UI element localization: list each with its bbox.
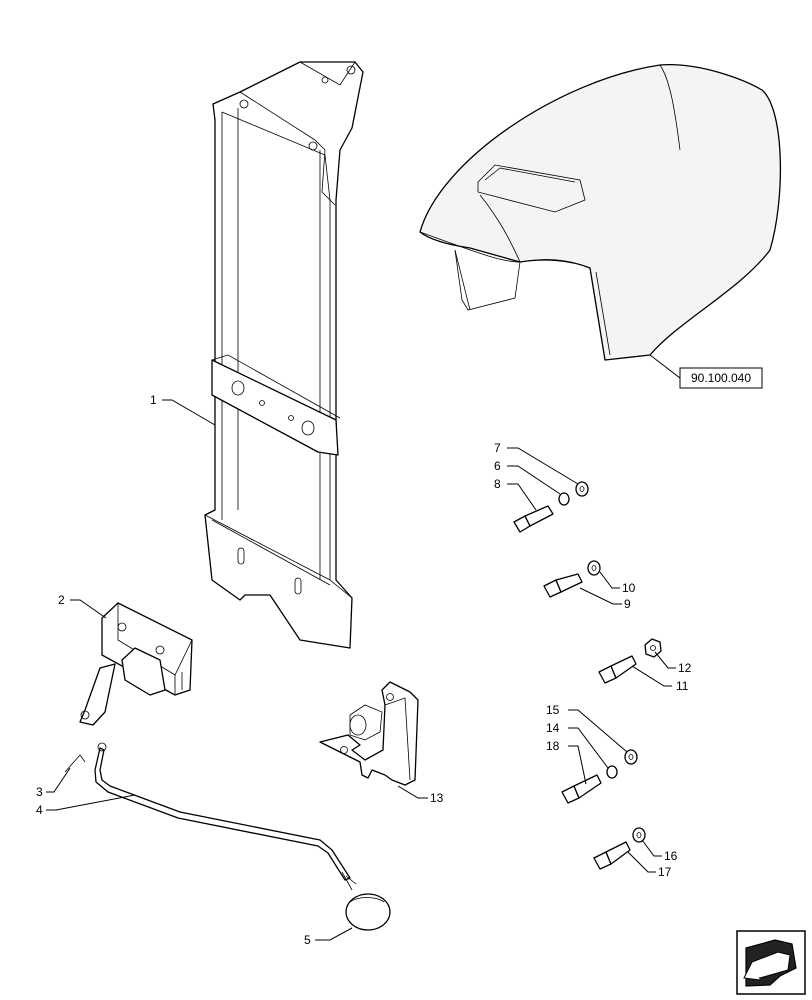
callout-6: 6	[494, 459, 501, 473]
support-bracket	[204, 61, 364, 649]
washer-14	[606, 765, 618, 779]
fender	[419, 64, 782, 361]
washer-10	[587, 560, 601, 576]
callout-17: 17	[658, 865, 672, 879]
knob	[345, 893, 391, 931]
callout-2: 2	[58, 593, 65, 607]
callout-labels: 1 2 3 4 5 6 7 8 9 10 11 12 13 14 15 16 1…	[36, 393, 692, 947]
bolt-9	[543, 573, 583, 598]
callout-8: 8	[494, 477, 501, 491]
control-rod	[94, 742, 357, 891]
nut-12	[644, 638, 662, 658]
bolt-17	[593, 841, 631, 870]
washer-7	[575, 481, 589, 497]
bolt-11	[598, 655, 637, 684]
arrow-back-icon[interactable]	[736, 930, 806, 995]
callout-3: 3	[36, 785, 43, 799]
reference-label: 90.100.040	[691, 371, 751, 385]
callout-5: 5	[304, 933, 311, 947]
callout-9: 9	[624, 597, 631, 611]
callout-10: 10	[622, 581, 636, 595]
washer-16	[632, 827, 646, 843]
callout-16: 16	[664, 849, 678, 863]
callout-12: 12	[678, 661, 692, 675]
callout-14: 14	[546, 721, 560, 735]
reference-box: 90.100.040	[649, 354, 763, 389]
pin	[64, 754, 86, 773]
bolt-8	[513, 505, 554, 533]
callout-13: 13	[430, 791, 444, 805]
callout-11: 11	[676, 679, 689, 693]
callout-15: 15	[546, 703, 560, 717]
leader-lines	[46, 399, 676, 941]
callout-7: 7	[494, 441, 501, 455]
callout-1: 1	[150, 393, 157, 407]
callout-18: 18	[546, 739, 560, 753]
callout-4: 4	[36, 803, 43, 817]
washer-6	[558, 492, 570, 506]
washer-15	[624, 749, 638, 765]
mounting-bracket	[319, 681, 419, 786]
bolt-18	[561, 774, 602, 804]
switch-block	[79, 602, 193, 726]
